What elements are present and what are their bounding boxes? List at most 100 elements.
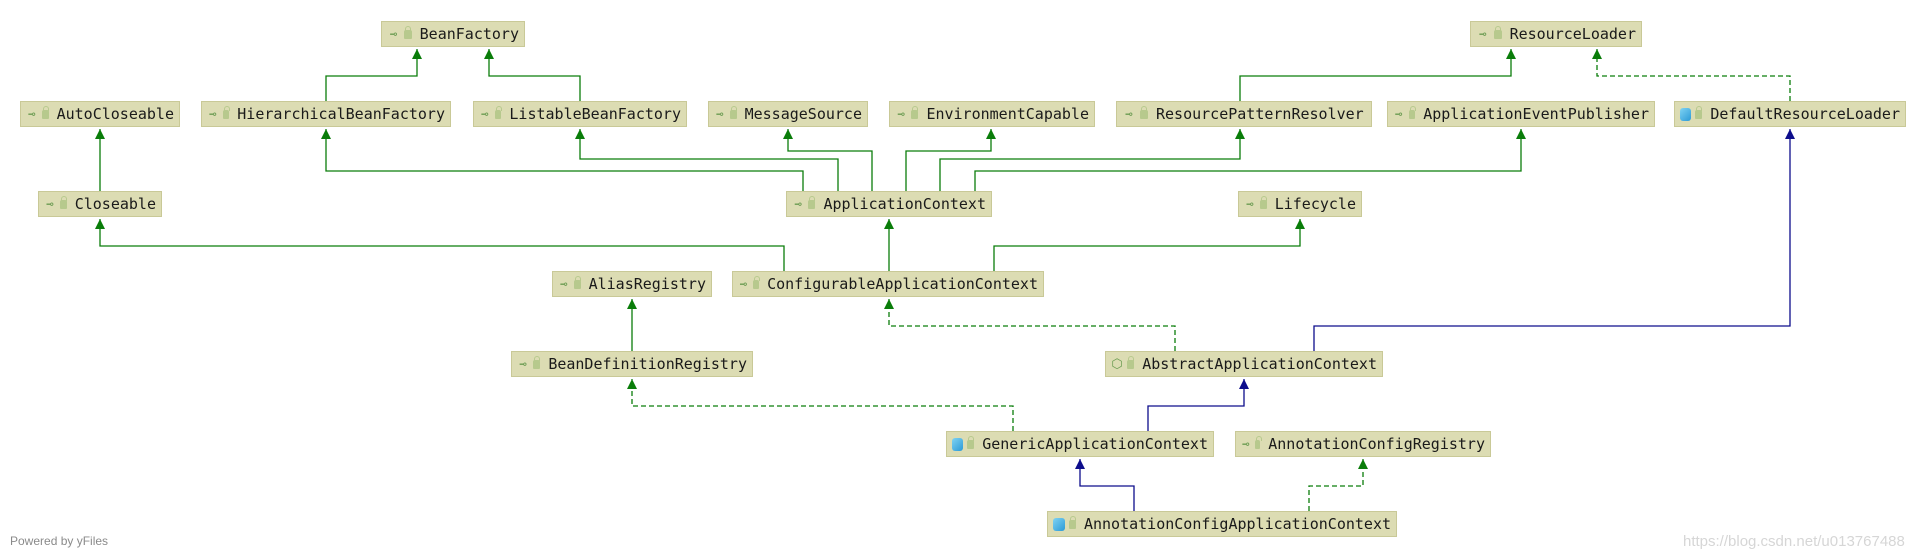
node-annotation-config-application-context[interactable]: AnnotationConfigApplicationContext — [1047, 511, 1397, 537]
lock-icon — [1140, 105, 1148, 119]
node-label: ApplicationContext — [823, 195, 986, 213]
edge-implements — [1308, 459, 1364, 511]
edge-extends — [974, 129, 1522, 191]
node-label: AnnotationConfigRegistry — [1268, 435, 1485, 453]
arrowhead — [884, 219, 894, 229]
node-message-source[interactable]: ⊸ MessageSource — [708, 101, 868, 127]
interface-icon: ⊸ — [1242, 437, 1250, 451]
arrowhead — [1785, 129, 1795, 139]
node-label: ListableBeanFactory — [509, 105, 681, 123]
node-alias-registry[interactable]: ⊸ AliasRegistry — [552, 271, 712, 297]
interface-icon: ⊸ — [1395, 107, 1403, 121]
node-environment-capable[interactable]: ⊸EnvironmentCapable — [889, 101, 1095, 127]
node-default-resource-loader[interactable]: DefaultResourceLoader — [1674, 101, 1906, 127]
edge-extends — [939, 129, 1241, 191]
node-hierarchical-bean-factory[interactable]: ⊸ HierarchicalBeanFactory — [201, 101, 451, 127]
arrowhead — [986, 129, 996, 139]
node-label: BeanFactory — [419, 25, 519, 43]
arrowhead — [95, 219, 105, 229]
node-listable-bean-factory[interactable]: ⊸ ListableBeanFactory — [473, 101, 687, 127]
interface-icon: ⊸ — [794, 197, 802, 211]
interface-icon: ⊸ — [209, 107, 217, 121]
node-label: Lifecycle — [1274, 195, 1356, 213]
interface-icon: ⊸ — [28, 107, 36, 121]
interface-icon: ⊸ — [897, 107, 905, 121]
edge-class-extends — [1079, 459, 1135, 511]
interface-icon: ⊸ — [481, 107, 489, 121]
powered-by-text: Powered by yFiles — [10, 534, 109, 548]
arrowhead — [1506, 49, 1516, 59]
node-label: Closeable — [74, 195, 156, 213]
node-label: HierarchicalBeanFactory — [237, 105, 445, 123]
arrowhead — [1295, 219, 1305, 229]
arrowhead — [783, 129, 793, 139]
lock-icon — [1068, 515, 1076, 529]
lock-icon — [59, 195, 67, 209]
edge-implements — [631, 379, 1014, 431]
interface-icon: ⊸ — [1125, 107, 1133, 121]
edge-extends — [488, 49, 581, 101]
interface-icon: ⊸ — [716, 107, 724, 121]
arrowhead — [627, 299, 637, 309]
node-label: AutoCloseable — [56, 105, 174, 123]
edge-extends — [99, 219, 785, 271]
arrowhead — [1239, 379, 1249, 389]
node-label: ResourcePatternResolver — [1156, 105, 1364, 123]
interface-icon: ⊸ — [739, 277, 748, 291]
node-label: AliasRegistry — [588, 275, 706, 293]
node-auto-closeable[interactable]: ⊸ AutoCloseable — [20, 101, 180, 127]
node-label: BeanDefinitionRegistry — [548, 355, 747, 373]
interface-icon: ⊸ — [519, 357, 527, 371]
edge-extends — [993, 219, 1301, 271]
node-resource-pattern-resolver[interactable]: ⊸ ResourcePatternResolver — [1116, 101, 1372, 127]
lock-icon — [1259, 195, 1267, 209]
lock-icon — [1127, 355, 1135, 369]
node-configurable-application-context[interactable]: ⊸ ConfigurableApplicationContext — [732, 271, 1044, 297]
node-label: MessageSource — [744, 105, 862, 123]
edge-class-extends — [1313, 129, 1791, 351]
node-resource-loader[interactable]: ⊸ResourceLoader — [1470, 21, 1642, 47]
interface-icon: ⊸ — [1246, 197, 1254, 211]
lock-icon — [752, 275, 761, 289]
lock-icon — [222, 105, 230, 119]
watermark-text: https://blog.csdn.net/u013767488 — [1683, 533, 1905, 550]
lock-icon — [967, 435, 975, 449]
node-label: AbstractApplicationContext — [1142, 355, 1377, 373]
lock-icon — [729, 105, 737, 119]
node-label: ConfigurableApplicationContext — [767, 275, 1038, 293]
arrowhead — [1075, 459, 1085, 469]
arrowhead — [412, 49, 422, 59]
node-annotation-config-registry[interactable]: ⊸ AnnotationConfigRegistry — [1235, 431, 1491, 457]
arrowhead — [484, 49, 494, 59]
interface-icon: ⊸ — [389, 27, 398, 41]
interface-icon: ⊸ — [1479, 27, 1487, 41]
arrowhead — [1516, 129, 1526, 139]
abstract-class-icon: ⬡ — [1111, 356, 1123, 372]
node-bean-definition-registry[interactable]: ⊸ BeanDefinitionRegistry — [511, 351, 753, 377]
arrowhead — [1592, 49, 1602, 59]
node-bean-factory[interactable]: ⊸ BeanFactory — [381, 21, 525, 47]
edge-implements — [888, 299, 1176, 351]
class-icon — [952, 437, 964, 451]
lock-icon — [911, 105, 919, 119]
arrowhead — [95, 129, 105, 139]
lock-icon — [533, 355, 541, 369]
node-application-context[interactable]: ⊸ ApplicationContext — [786, 191, 992, 217]
arrowhead — [627, 379, 637, 389]
lock-icon — [573, 275, 581, 289]
node-label: GenericApplicationContext — [982, 435, 1208, 453]
node-label: DefaultResourceLoader — [1710, 105, 1900, 123]
lock-icon — [1408, 105, 1416, 119]
lock-icon — [808, 195, 816, 209]
interface-icon: ⊸ — [560, 277, 568, 291]
node-lifecycle[interactable]: ⊸ Lifecycle — [1238, 191, 1362, 217]
lock-icon — [494, 105, 502, 119]
node-closeable[interactable]: ⊸Closeable — [38, 191, 162, 217]
node-application-event-publisher[interactable]: ⊸ApplicationEventPublisher — [1387, 101, 1655, 127]
lock-icon — [1695, 105, 1703, 119]
edge-class-extends — [1147, 379, 1245, 431]
node-abstract-application-context[interactable]: ⬡ AbstractApplicationContext — [1105, 351, 1383, 377]
node-generic-application-context[interactable]: GenericApplicationContext — [946, 431, 1214, 457]
edge-extends — [579, 129, 839, 191]
